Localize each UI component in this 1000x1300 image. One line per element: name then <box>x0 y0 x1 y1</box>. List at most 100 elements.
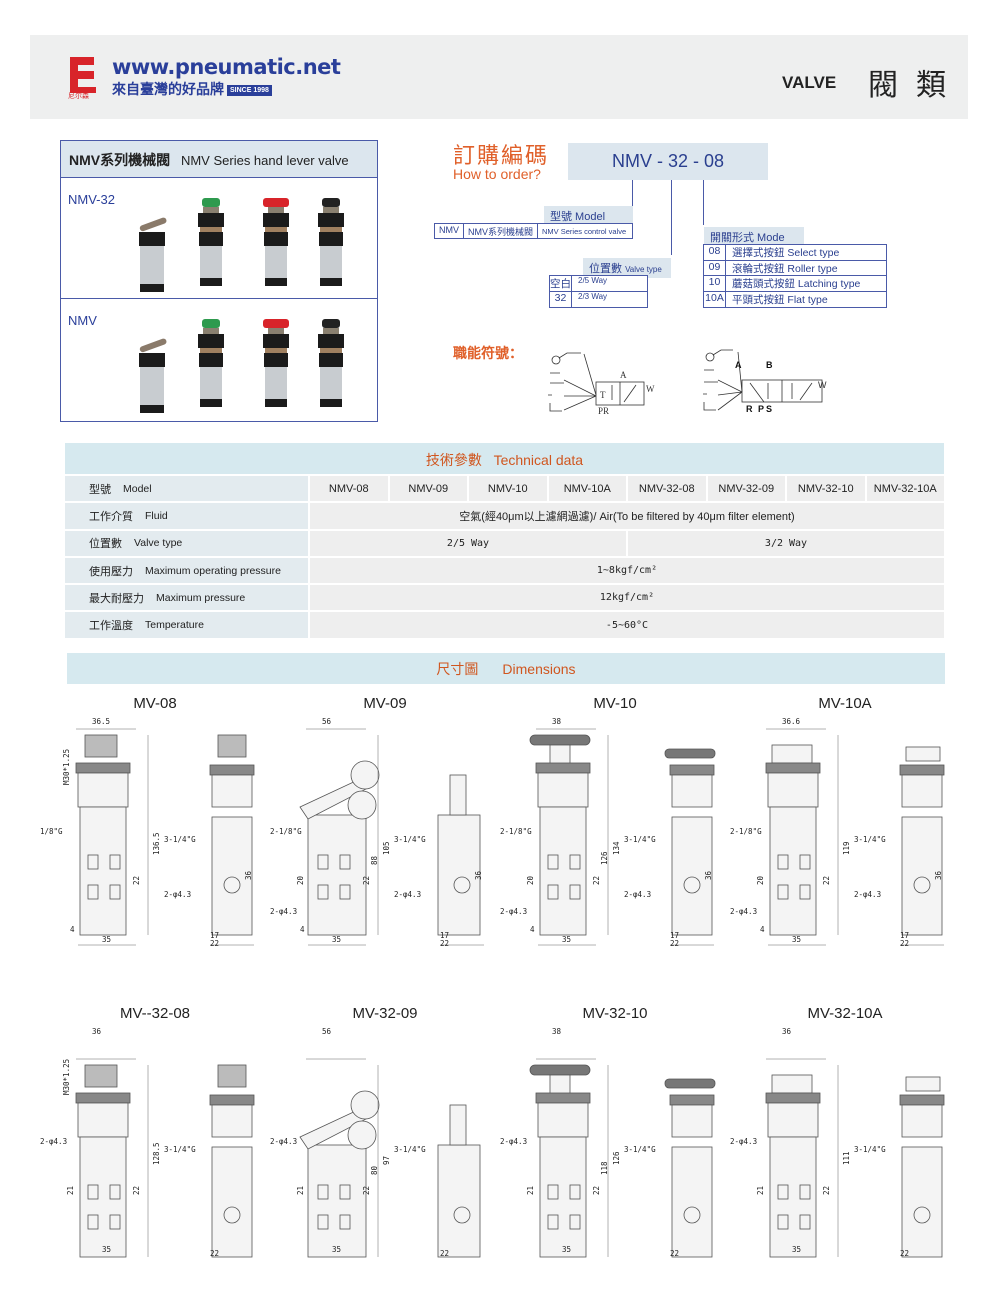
spring-w: W <box>818 380 827 390</box>
dim-height2: 126 <box>600 851 609 865</box>
label-en: Model <box>123 482 152 495</box>
dim-spacing-right: 22 <box>822 1185 831 1195</box>
order-title-zh: 訂購編碼 <box>453 143 550 168</box>
dim-side-inner: 17 <box>900 931 910 940</box>
drawing-title: MV-08 <box>133 695 177 712</box>
technical-data-title: 技術參數 Technical data <box>65 443 944 474</box>
port-a: A <box>735 360 742 370</box>
dim-side-port: 3-1/4"G <box>164 835 196 844</box>
valve-photo-roller <box>139 338 167 413</box>
row-value: 2/5 Way <box>308 530 626 556</box>
value: 滾輪式按鈕 Roller type <box>732 262 838 275</box>
dim-side-inner: 17 <box>670 931 680 940</box>
dim-spacing-left: 21 <box>756 1185 765 1195</box>
slogan-text: 來自臺灣的好品牌 <box>112 81 224 97</box>
row-value: NMV-10A <box>546 476 627 502</box>
port-pr: PR <box>598 406 609 416</box>
product-panel-title: NMV系列機械閥 NMV Series hand lever valve <box>61 141 377 177</box>
dim-side-outer: 22 <box>900 939 910 948</box>
spring-w: W <box>646 384 655 394</box>
dim-top-width: 36.6 <box>782 717 801 726</box>
dim-spacing-right: 22 <box>132 1185 141 1195</box>
port-r: R <box>746 404 753 414</box>
valve-photo-selector <box>318 198 344 286</box>
port-a: A <box>620 370 627 380</box>
dim-height2: 80 <box>370 1165 379 1175</box>
dim-spacing-left: 21 <box>296 1185 305 1195</box>
dim-side-outer: 22 <box>210 939 220 948</box>
valve-outline-flat <box>765 1058 945 1258</box>
title-zh: NMV系列機械閥 <box>69 152 171 168</box>
dim-bottom-offset: 4 <box>760 925 765 934</box>
connector-line <box>671 180 672 255</box>
dim-hole-left: 2-φ4.3 <box>500 907 528 916</box>
code: 32 <box>550 291 572 307</box>
dim-side-spacing: 36 <box>934 870 943 880</box>
dim-top-width: 38 <box>552 1027 562 1036</box>
value: 平頭式按鈕 Flat type <box>732 293 828 306</box>
valve-photo-roller <box>139 217 167 292</box>
title-zh: 技術參數 <box>425 452 482 468</box>
symbol-title: 職能符號： <box>453 345 523 361</box>
dim-port-left: 2-φ4.3 <box>500 1137 528 1146</box>
row-value: 3/2 Way <box>626 530 944 556</box>
dim-bottom-width: 35 <box>562 935 572 944</box>
valve-photo-flat <box>198 198 224 286</box>
dim-height: 134 <box>612 841 621 855</box>
symbol-3-2-way: A PR W T <box>548 352 655 416</box>
drawing-title: MV-32-10A <box>807 1005 883 1022</box>
drawing-title: MV-32-10 <box>582 1005 648 1022</box>
title-en: Dimensions <box>502 661 576 677</box>
dim-side-outer: 22 <box>440 1249 450 1258</box>
row-value: NMV-32-10 <box>785 476 865 502</box>
dim-hole-left: 2-φ4.3 <box>730 907 758 916</box>
dim-height2: 88 <box>370 855 379 865</box>
valve-outline-flat <box>765 728 945 946</box>
product-row-nmv32: NMV-32 <box>61 177 377 298</box>
valve-outline-selector <box>75 728 255 946</box>
mode-row: 09 滾輪式按鈕 Roller type <box>704 260 886 276</box>
code: 09 <box>704 260 726 275</box>
dim-side-hole: 2-φ4.3 <box>394 890 422 899</box>
category-en: VALVE <box>782 73 837 92</box>
dim-side-spacing: 36 <box>244 870 253 880</box>
label-zh: 工作介質 <box>89 510 133 523</box>
label-en: Maximum pressure <box>156 591 246 604</box>
dim-side-port: 3-1/4"G <box>624 1145 656 1154</box>
dim-hole-left: 2-φ4.3 <box>270 907 298 916</box>
row-label: NMV <box>68 313 97 328</box>
valve-outline-roller <box>299 728 484 946</box>
title-en: NMV Series hand lever valve <box>180 153 349 168</box>
dim-side-hole: 2-φ4.3 <box>164 890 192 899</box>
dim-bottom-width: 35 <box>792 1245 802 1254</box>
valve-outline-selector <box>75 1058 255 1258</box>
mode-label: 開關形式 Mode <box>704 227 804 247</box>
label-zh: 位置數 <box>89 538 122 551</box>
dim-port-left: 2-1/8"G <box>500 827 532 836</box>
product-panel: NMV系列機械閥 NMV Series hand lever valve NMV… <box>60 140 378 422</box>
dim-top-width: 38 <box>552 717 562 726</box>
dim-side-spacing: 36 <box>474 870 483 880</box>
port-s: S <box>766 404 772 414</box>
dim-spacing-left: 21 <box>66 1185 75 1195</box>
valve-type-label: 位置數 Valve type <box>583 258 671 278</box>
dim-height2: 118 <box>600 1161 609 1175</box>
model-code: NMV <box>435 224 464 238</box>
category-zh: 閥類 <box>868 69 964 102</box>
model-zh: NMV系列機械閥 <box>464 224 538 238</box>
